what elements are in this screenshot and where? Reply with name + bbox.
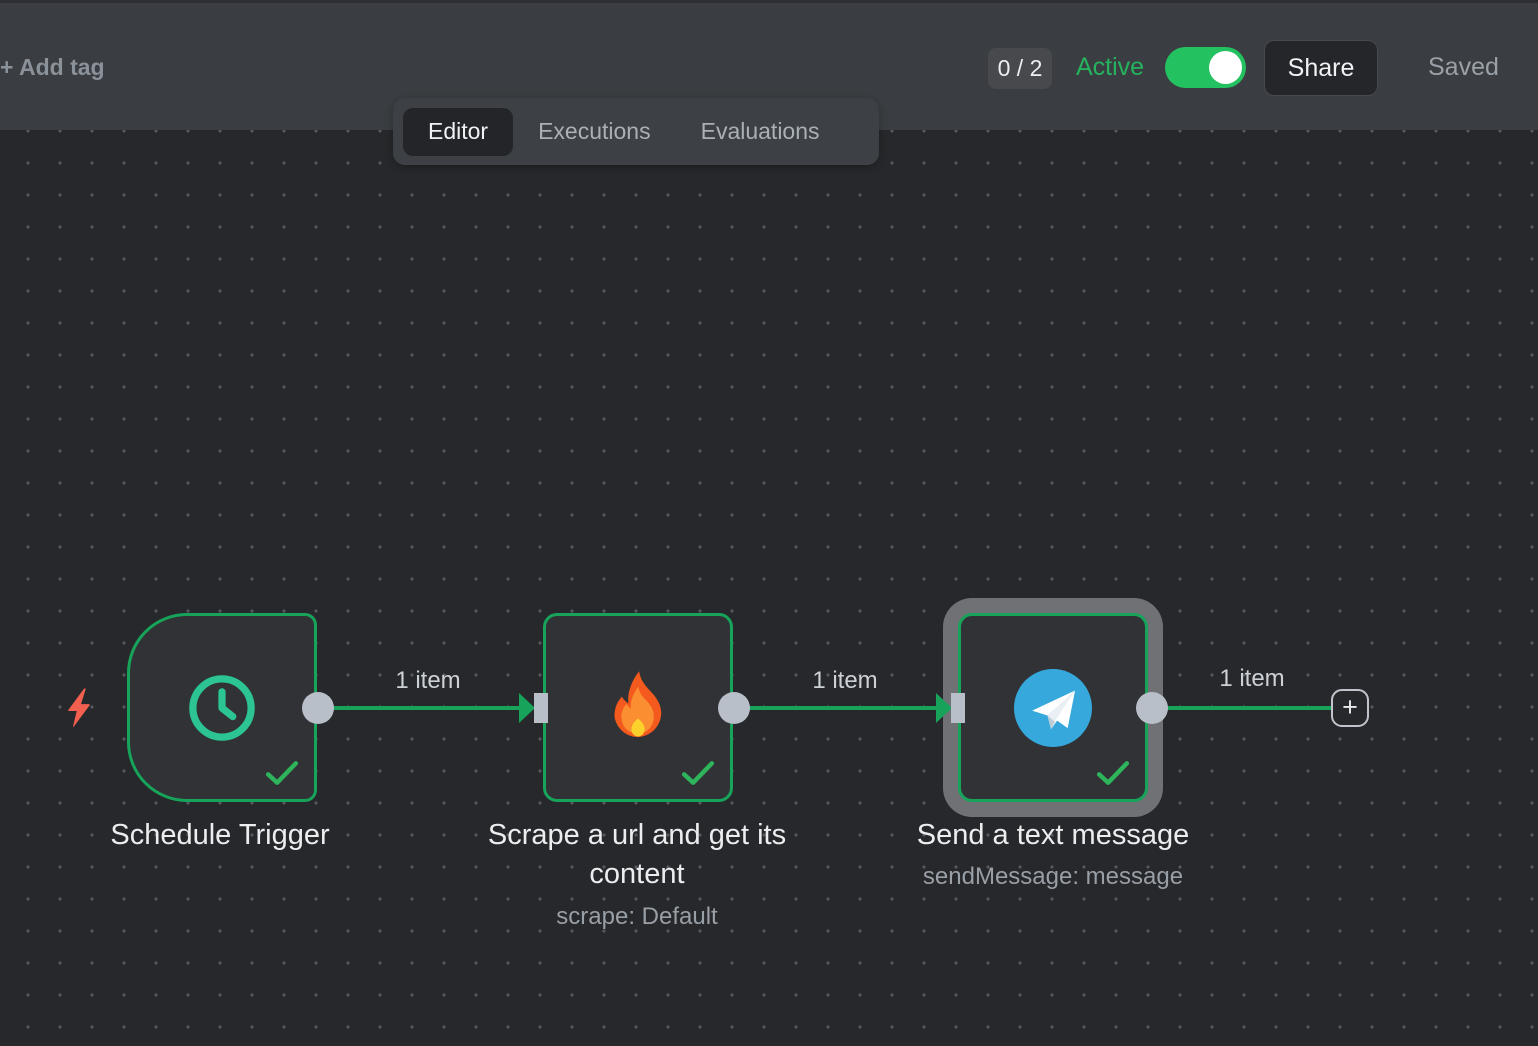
add-tag-button[interactable]: + Add tag	[0, 54, 105, 80]
schedule-trigger-output-port[interactable]	[302, 692, 334, 724]
window-top-divider	[0, 0, 1538, 3]
node-title-send-text-message: Send a text message	[916, 819, 1190, 851]
success-check-icon	[1096, 761, 1130, 785]
view-tabs: Editor Executions Evaluations	[393, 98, 879, 165]
fire-icon	[546, 616, 730, 799]
active-toggle[interactable]	[1165, 47, 1246, 88]
scrape-output-port[interactable]	[718, 692, 750, 724]
node-send-text-message[interactable]	[958, 613, 1148, 802]
scrape-input-port[interactable]	[534, 693, 548, 723]
trigger-bolt-icon	[68, 688, 90, 728]
telegram-output-port[interactable]	[1136, 692, 1168, 724]
scrape-input-arrow-icon	[519, 693, 535, 723]
telegram-icon	[961, 616, 1145, 799]
connection-1-items-label: 1 item	[395, 667, 461, 694]
connection-3-items-label: 1 item	[1219, 665, 1285, 692]
success-check-icon	[681, 761, 715, 785]
connection-3[interactable]	[1152, 706, 1332, 710]
tab-evaluations[interactable]: Evaluations	[700, 118, 820, 144]
toggle-knob	[1209, 51, 1242, 84]
node-title-schedule-trigger: Schedule Trigger	[110, 819, 330, 851]
connection-2-items-label: 1 item	[812, 667, 878, 694]
workflow-canvas[interactable]	[0, 130, 1538, 1046]
node-schedule-trigger[interactable]	[127, 613, 317, 802]
clock-icon	[130, 616, 314, 799]
saved-status: Saved	[1428, 53, 1499, 81]
success-check-icon	[265, 761, 299, 785]
active-label: Active	[1076, 53, 1145, 81]
telegram-input-arrow-icon	[936, 693, 952, 723]
connection-2[interactable]	[734, 706, 937, 710]
node-title-scrape-url: Scrape a url and get its content	[487, 819, 787, 891]
tab-editor[interactable]: Editor	[403, 107, 514, 156]
node-subtitle-send-text-message: sendMessage: message	[922, 863, 1184, 890]
tab-executions[interactable]: Executions	[538, 118, 651, 144]
node-subtitle-scrape-url: scrape: Default	[556, 903, 718, 930]
connection-1[interactable]	[318, 706, 520, 710]
share-button[interactable]: Share	[1264, 40, 1378, 96]
add-node-button[interactable]: +	[1331, 689, 1369, 727]
node-scrape-url[interactable]	[543, 613, 733, 802]
issue-counter-badge: 0 / 2	[988, 48, 1052, 89]
telegram-input-port[interactable]	[951, 693, 965, 723]
